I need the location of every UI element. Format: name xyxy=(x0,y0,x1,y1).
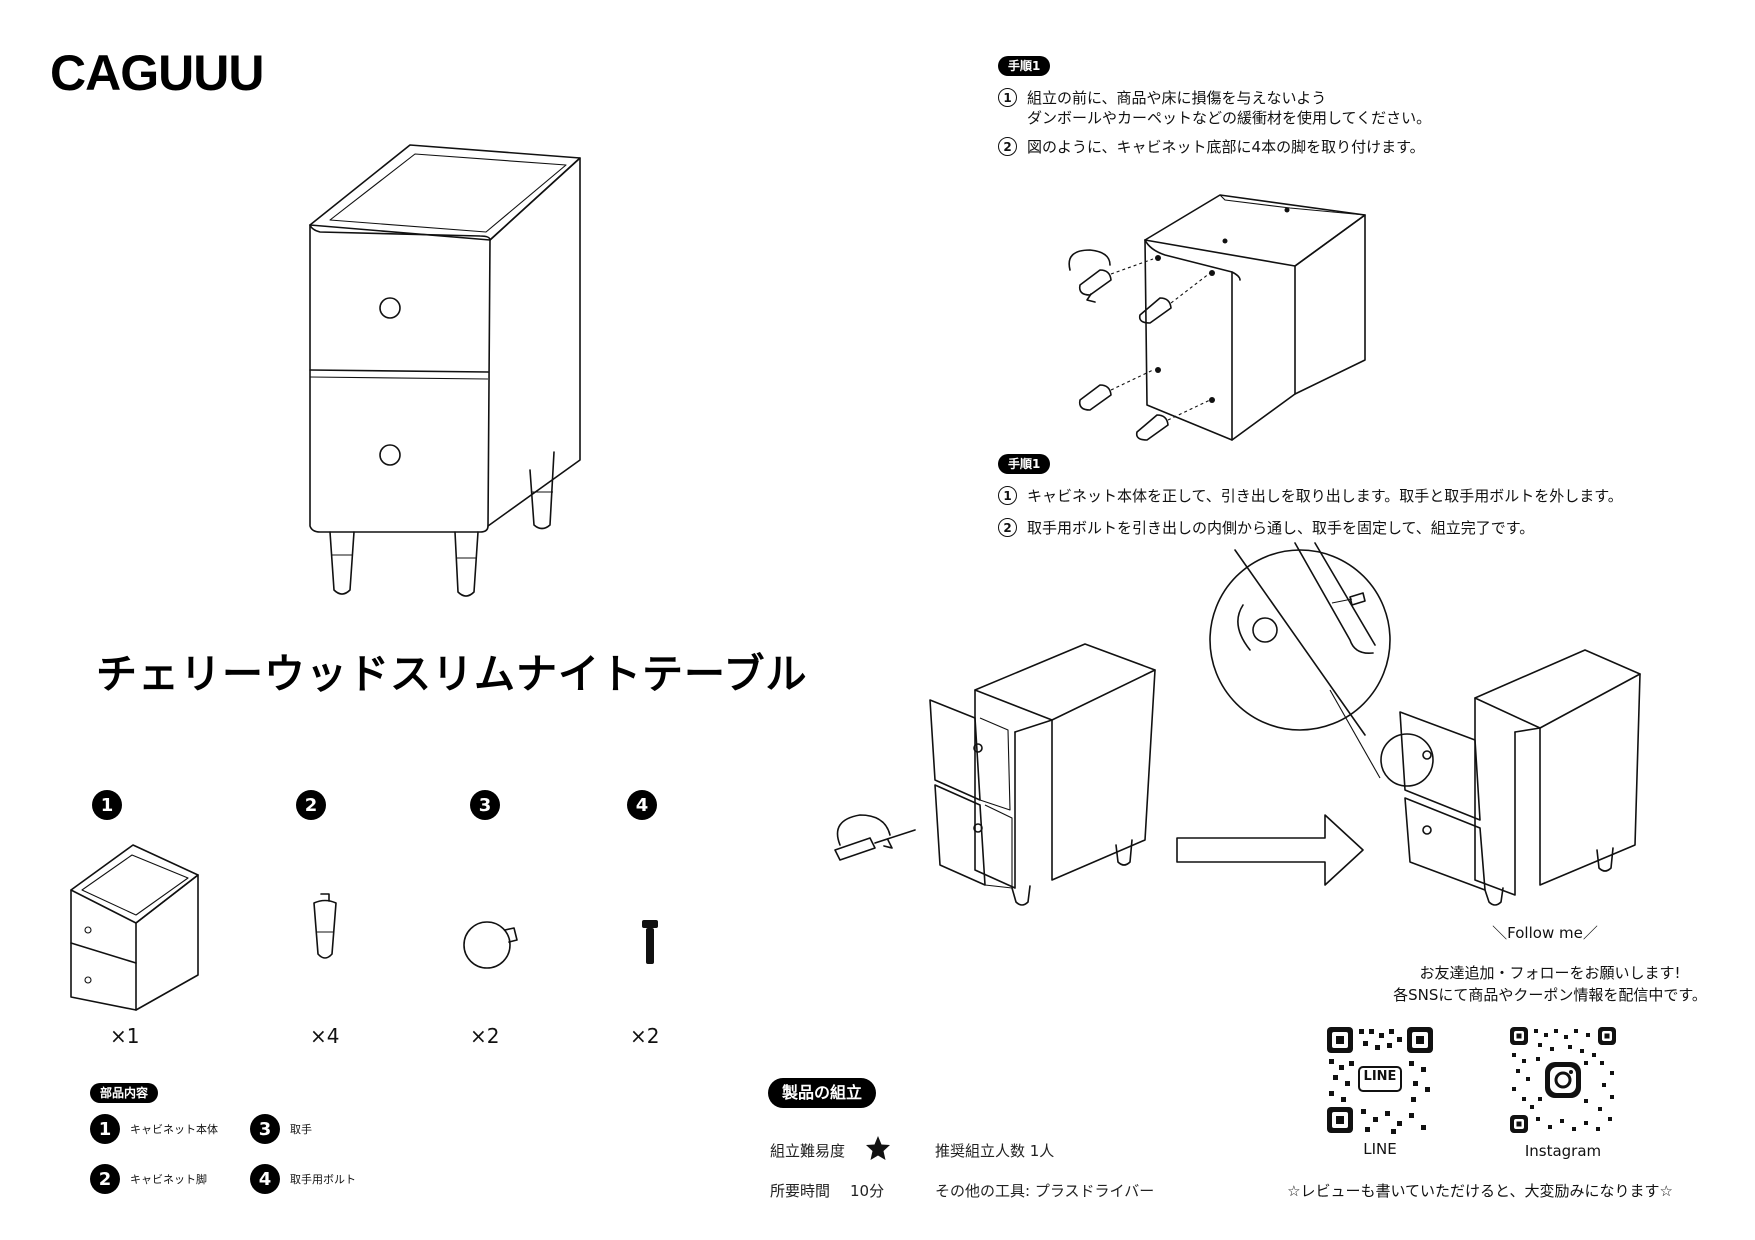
part-number-2: 2 xyxy=(296,790,326,820)
recommended-persons: 推奨組立人数 1人 xyxy=(935,1142,1055,1160)
assembly-badge: 製品の組立 xyxy=(768,1078,877,1108)
bolt-icon xyxy=(642,920,658,964)
difficulty-label: 組立難易度 xyxy=(770,1142,846,1160)
step2-assembled-illustration xyxy=(1380,649,1641,906)
part-quantity-3: ×2 xyxy=(470,1024,500,1048)
product-illustration xyxy=(309,144,581,597)
legend-number: 3 xyxy=(250,1114,280,1144)
legend-label: キャビネット本体 xyxy=(130,1123,218,1136)
social-line-2: 各SNSにて商品やクーポン情報を配信中です。 xyxy=(1393,986,1707,1004)
step1-illustration xyxy=(1068,194,1366,441)
legend-label: 取手 xyxy=(290,1123,312,1136)
cabinet-icon xyxy=(70,844,199,1011)
leg-icon xyxy=(313,893,337,959)
step-number: 1 xyxy=(998,486,1017,505)
social-line-1: お友達追加・フォローをお願いします! xyxy=(1419,964,1681,982)
step-text: 図のように、キャビネット底部に4本の脚を取り付けます。 xyxy=(1027,138,1425,156)
instagram-qr-label: Instagram xyxy=(1524,1142,1602,1160)
zoom-detail-illustration xyxy=(1209,542,1391,736)
star-icon xyxy=(866,1136,890,1160)
legend-item-knob: 3 取手 xyxy=(250,1114,312,1144)
time-label: 所要時間 xyxy=(770,1182,831,1200)
legend-item-leg: 2 キャビネット脚 xyxy=(90,1164,207,1194)
brand-logo: CAGUUU xyxy=(50,45,264,101)
follow-me-heading: ＼Follow me／ xyxy=(1492,924,1598,942)
legend-label: キャビネット脚 xyxy=(130,1173,207,1186)
line-qr-code[interactable] xyxy=(1325,1025,1435,1135)
step2-open-drawer-illustration xyxy=(834,643,1156,906)
step-text: 組立の前に、商品や床に損傷を与えないよう ダンボールやカーペットなどの緩衝材を使… xyxy=(1027,89,1432,127)
legend-label: 取手用ボルト xyxy=(290,1173,356,1186)
step-number: 1 xyxy=(998,88,1017,107)
line-qr-center-label: LINE xyxy=(1363,1069,1397,1084)
part-number-3: 3 xyxy=(470,790,500,820)
instagram-qr-code[interactable] xyxy=(1508,1025,1618,1135)
part-quantity-4: ×2 xyxy=(630,1024,660,1048)
legend-item-bolt: 4 取手用ボルト xyxy=(250,1164,356,1194)
part-number-4: 4 xyxy=(627,790,657,820)
product-title: チェリーウッドスリムナイトテーブル xyxy=(96,650,808,698)
step1-item-2: 2 図のように、キャビネット底部に4本の脚を取り付けます。 xyxy=(998,137,1425,157)
step2-item-1: 1 キャビネット本体を正して、引き出しを取り出します。取手と取手用ボルトを外しま… xyxy=(998,486,1623,506)
part-quantity-1: ×1 xyxy=(110,1024,140,1048)
part-number-1: 1 xyxy=(92,790,122,820)
legend-item-cabinet: 1 キャビネット本体 xyxy=(90,1114,218,1144)
step1-badge: 手順1 xyxy=(998,56,1051,76)
legend-number: 2 xyxy=(90,1164,120,1194)
tools-info: その他の工具: プラスドライバー xyxy=(935,1182,1155,1200)
parts-section-badge: 部品内容 xyxy=(90,1083,159,1103)
step-text: キャビネット本体を正して、引き出しを取り出します。取手と取手用ボルトを外します。 xyxy=(1027,487,1623,505)
step2-badge: 手順1 xyxy=(998,454,1051,474)
zoom-connector-line xyxy=(1329,689,1381,779)
part-quantity-2: ×4 xyxy=(310,1024,340,1048)
knob-icon xyxy=(463,921,518,969)
legend-number: 4 xyxy=(250,1164,280,1194)
step-number: 2 xyxy=(998,137,1017,156)
step1-item-1: 1 組立の前に、商品や床に損傷を与えないよう ダンボールやカーペットなどの緩衝材… xyxy=(998,88,1431,128)
time-value: 10分 xyxy=(850,1182,885,1200)
step2-item-2: 2 取手用ボルトを引き出しの内側から通し、取手を固定して、組立完了です。 xyxy=(998,518,1534,538)
legend-number: 1 xyxy=(90,1114,120,1144)
step-number: 2 xyxy=(998,518,1017,537)
line-qr-label: LINE xyxy=(1363,1140,1397,1158)
arrow-right-icon xyxy=(1176,814,1364,886)
review-request: ☆レビューも書いていただけると、大変励みになります☆ xyxy=(1287,1182,1673,1200)
step-text: 取手用ボルトを引き出しの内側から通し、取手を固定して、組立完了です。 xyxy=(1027,519,1535,537)
